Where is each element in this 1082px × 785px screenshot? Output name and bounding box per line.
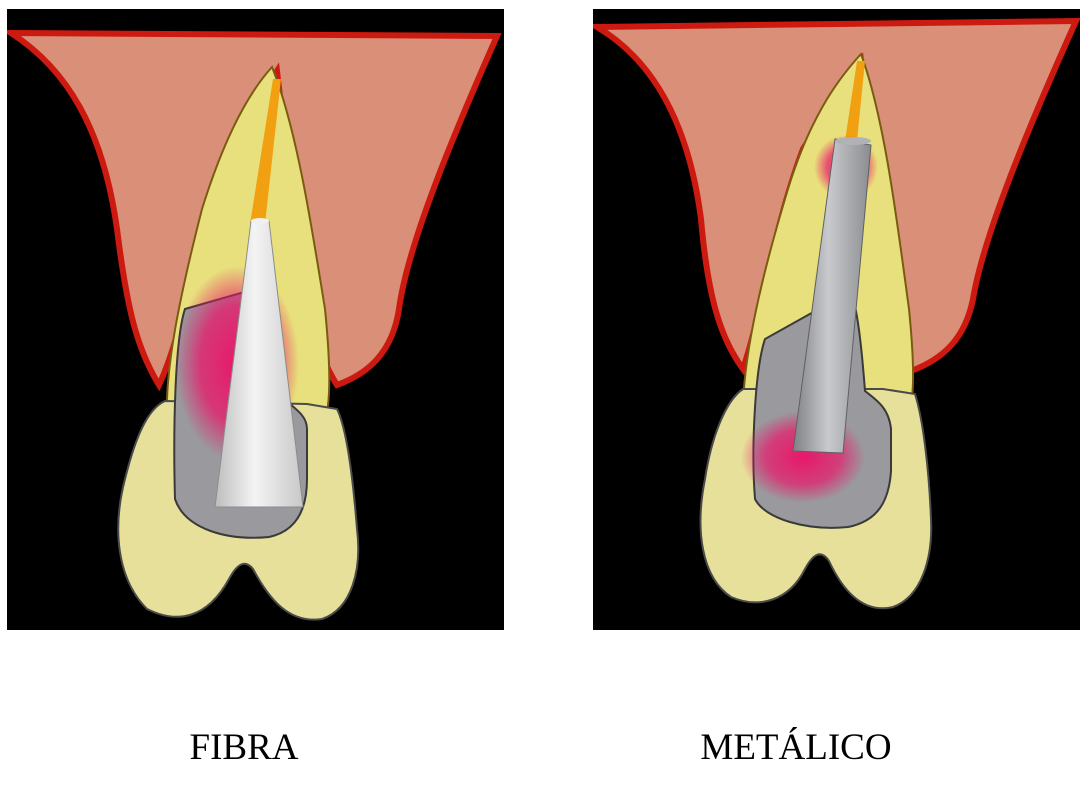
metal-post-illustration (593, 9, 1080, 630)
caption-metal: METÁLICO (646, 718, 946, 778)
fiber-post-diagram (7, 9, 504, 630)
metal-post-diagram (593, 9, 1080, 630)
fiber-post-illustration (7, 9, 504, 630)
post-tip (251, 218, 269, 224)
caption-fiber: FIBRA (104, 718, 384, 778)
post-tip (835, 137, 871, 145)
